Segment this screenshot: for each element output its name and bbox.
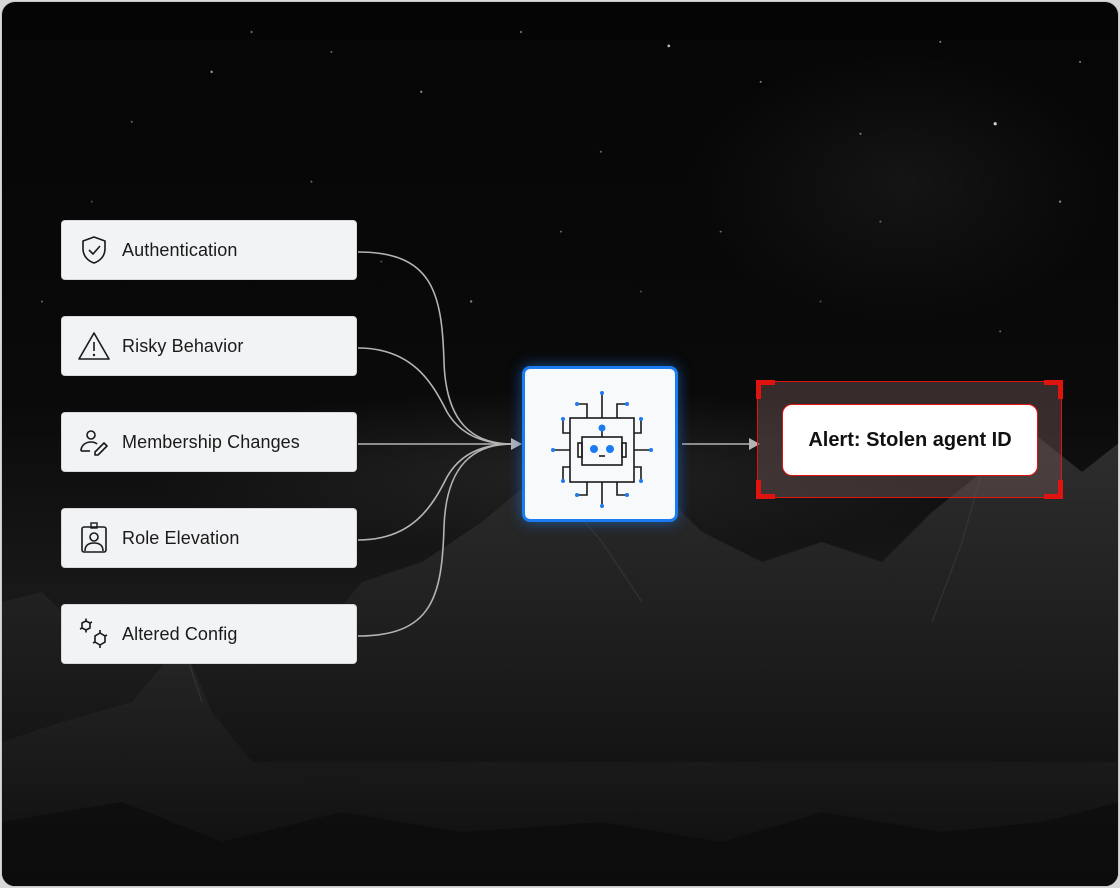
corner-bracket — [1044, 480, 1063, 499]
input-card-label: Authentication — [122, 239, 238, 260]
alert-highlight-frame: Alert: Stolen agent ID — [756, 380, 1063, 499]
user-edit-icon — [76, 424, 112, 460]
corner-bracket — [1044, 380, 1063, 399]
input-card-label: Membership Changes — [122, 431, 300, 452]
ai-agent-hub[interactable] — [522, 366, 678, 522]
input-card-membership-changes[interactable]: Membership Changes — [61, 412, 357, 472]
input-card-risky-behavior[interactable]: Risky Behavior — [61, 316, 357, 376]
id-badge-icon — [76, 520, 112, 556]
shield-check-icon — [76, 232, 112, 268]
corner-bracket — [756, 380, 775, 399]
input-card-label: Role Elevation — [122, 527, 240, 548]
alert-label: Alert: Stolen agent ID — [808, 428, 1012, 451]
input-card-role-elevation[interactable]: Role Elevation — [61, 508, 357, 568]
corner-bracket — [756, 480, 775, 499]
input-card-altered-config[interactable]: Altered Config — [61, 604, 357, 664]
warning-triangle-icon — [76, 328, 112, 364]
gears-icon — [76, 616, 112, 652]
input-card-label: Altered Config — [122, 623, 238, 644]
input-card-authentication[interactable]: Authentication — [61, 220, 357, 280]
input-card-label: Risky Behavior — [122, 335, 244, 356]
alert-card[interactable]: Alert: Stolen agent ID — [782, 404, 1038, 476]
robot-chip-icon — [551, 391, 653, 508]
